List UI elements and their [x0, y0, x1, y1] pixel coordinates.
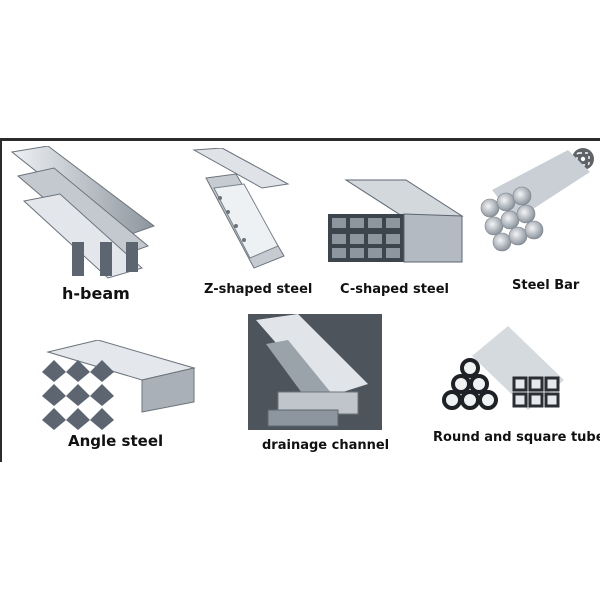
- angle-steel-label: Angle steel: [68, 432, 164, 450]
- drainage-channel-image: [248, 314, 382, 430]
- z-shaped-steel-image: [192, 148, 292, 272]
- angle-steel-image: [38, 340, 196, 430]
- drainage-channel-label: drainage channel: [262, 438, 390, 453]
- steel-bar-label: Steel Bar: [512, 278, 580, 293]
- catalog-frame: [0, 138, 600, 462]
- h-beam-image: [8, 146, 158, 281]
- round-square-tubes-image: [438, 326, 566, 414]
- h-beam-label: h-beam: [62, 284, 130, 303]
- c-shaped-steel-image: [326, 176, 466, 266]
- round-square-tubes-label: Round and square tubes: [433, 430, 600, 445]
- c-shaped-steel-label: C-shaped steel: [340, 282, 449, 297]
- z-shaped-steel-label: Z-shaped steel: [204, 282, 313, 297]
- steel-bar-image: [472, 150, 592, 260]
